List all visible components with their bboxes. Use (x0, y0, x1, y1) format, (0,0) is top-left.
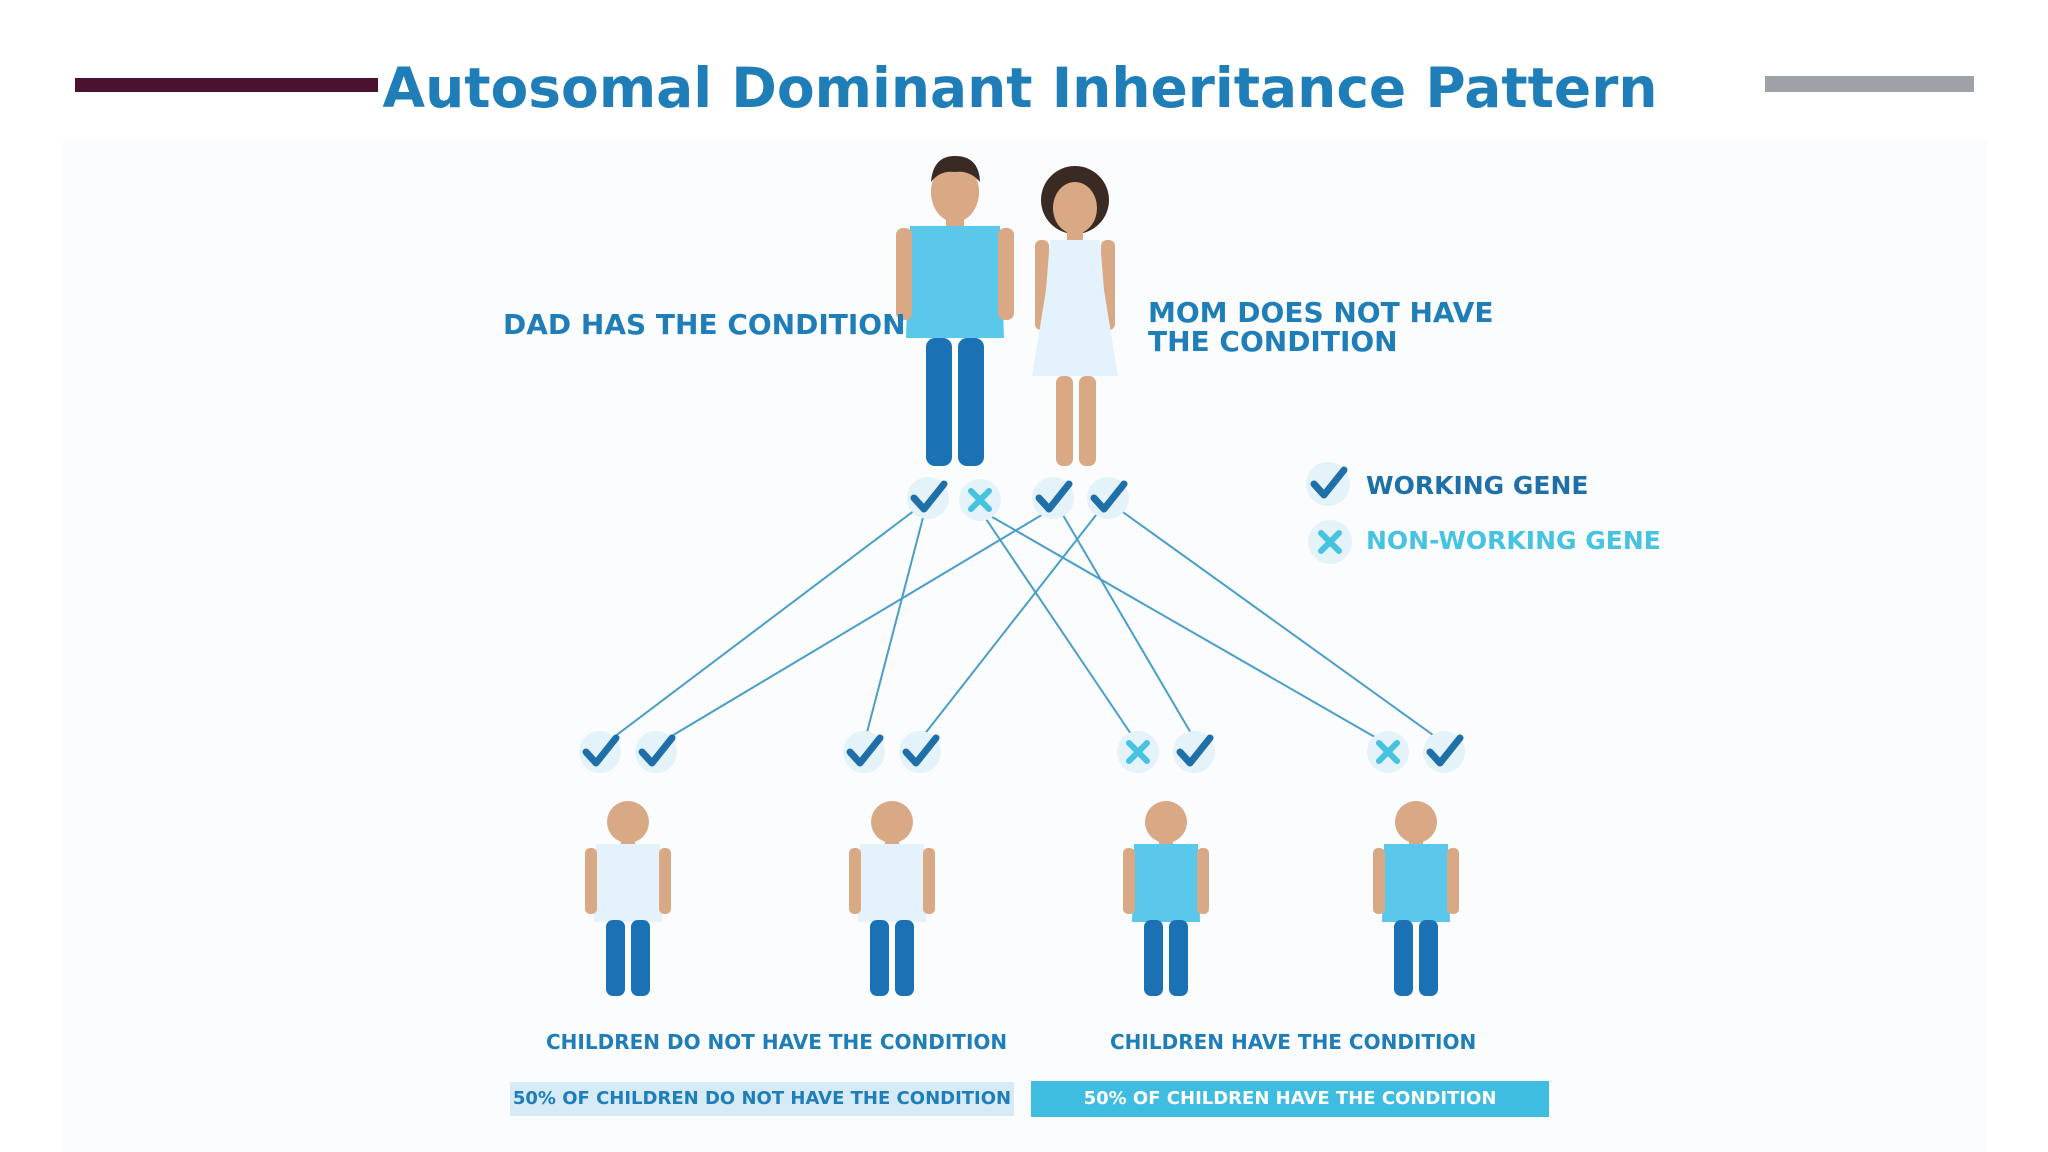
line-mom2-child2 (919, 509, 1101, 741)
legend-icons (1306, 462, 1352, 564)
line-mom2-child4 (1119, 509, 1441, 741)
line-dad2-child4 (979, 509, 1381, 741)
mom-condition-label: MOM DOES NOT HAVE THE CONDITION (1148, 296, 1494, 358)
mom-gene-1-working-icon (1032, 477, 1074, 519)
dad-figure (896, 156, 1014, 466)
child-3-figure (1123, 801, 1209, 996)
child-4-gene-2-working-icon (1423, 731, 1465, 773)
dad-condition-label: DAD HAS THE CONDITION (503, 308, 906, 341)
child-3-gene-1-non-working-icon (1117, 731, 1159, 773)
child-2-gene-1-working-icon (843, 731, 885, 773)
gene-markers (579, 477, 1465, 773)
line-dad1-child1 (609, 509, 916, 741)
legend-working-label: WORKING GENE (1366, 471, 1589, 500)
child-2-gene-2-working-icon (899, 731, 941, 773)
line-mom1-child3 (1059, 509, 1196, 741)
legend-non-working-icon (1308, 520, 1352, 564)
summary-bar-affected: 50% OF CHILDREN HAVE THE CONDITION (1031, 1081, 1549, 1117)
child-1-figure (585, 801, 671, 996)
mom-figure (1032, 166, 1118, 466)
decorative-bar-left (75, 78, 378, 92)
child-4-gene-1-non-working-icon (1367, 731, 1409, 773)
dad-gene-1-working-icon (907, 477, 949, 519)
caption-children-unaffected: CHILDREN DO NOT HAVE THE CONDITION (546, 1030, 1008, 1054)
child-1-gene-2-working-icon (635, 731, 677, 773)
child-4-figure (1373, 801, 1459, 996)
children-group (585, 801, 1459, 996)
child-1-gene-1-working-icon (579, 731, 621, 773)
legend-non-working-label: NON-WORKING GENE (1366, 526, 1661, 555)
decorative-bar-right (1765, 76, 1974, 92)
inheritance-lines (609, 509, 1441, 741)
caption-children-affected: CHILDREN HAVE THE CONDITION (1110, 1030, 1477, 1054)
summary-bar-unaffected: 50% OF CHILDREN DO NOT HAVE THE CONDITIO… (510, 1082, 1014, 1116)
diagram-panel (62, 140, 1987, 1152)
dad-gene-2-non-working-icon (959, 479, 1001, 521)
line-dad1-child2 (864, 509, 926, 741)
child-3-gene-2-working-icon (1173, 731, 1215, 773)
child-2-figure (849, 801, 935, 996)
slide-title: Autosomal Dominant Inheritance Pattern (382, 56, 1658, 120)
legend-working-icon (1306, 462, 1350, 506)
line-dad2-child3 (979, 509, 1136, 741)
line-mom1-child1 (664, 509, 1051, 741)
mom-gene-2-working-icon (1087, 477, 1129, 519)
